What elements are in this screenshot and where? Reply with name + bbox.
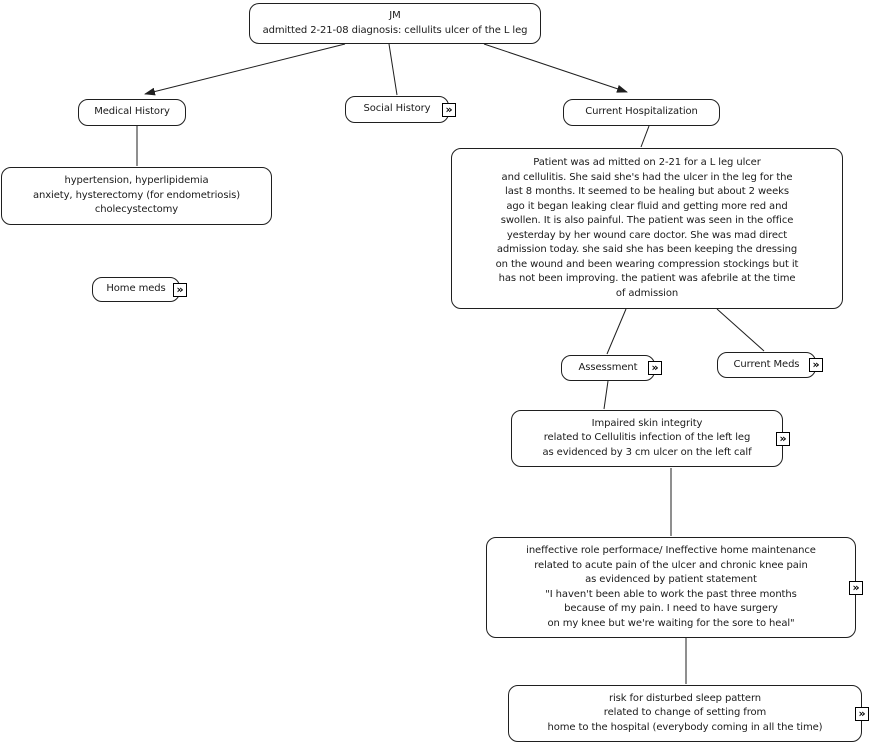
node-label: hypertension, hyperlipidemia anxiety, hy… xyxy=(32,175,241,216)
node-assessment[interactable]: Assessment » xyxy=(561,355,662,381)
resource-link-icon[interactable]: » xyxy=(776,431,790,446)
node-label: Current Meds xyxy=(733,358,800,370)
node-medical-history[interactable]: Medical History xyxy=(78,99,186,126)
node-ineffective-role[interactable]: ineffective role performace/ Ineffective… xyxy=(486,537,863,638)
node-label: risk for disturbed sleep pattern related… xyxy=(547,692,823,733)
node-impaired-skin-integrity[interactable]: Impaired skin integrity related to Cellu… xyxy=(511,410,790,467)
resource-link-icon[interactable]: » xyxy=(855,706,869,721)
node-label: Assessment xyxy=(578,361,638,373)
connector-assessment-impaired xyxy=(603,380,609,410)
node-label: Medical History xyxy=(94,106,170,118)
node-current-meds[interactable]: Current Meds » xyxy=(717,352,823,378)
node-label: ineffective role performace/ Ineffective… xyxy=(526,545,816,629)
node-label: Impaired skin integrity related to Cellu… xyxy=(542,417,752,458)
connector-jm-medical-history xyxy=(144,43,346,96)
resource-link-icon[interactable]: » xyxy=(809,358,823,372)
node-label: Social History xyxy=(363,103,431,115)
resource-link-icon[interactable]: » xyxy=(442,102,456,117)
node-label: Current Hospitalization xyxy=(585,106,698,118)
connector-jm-social-history xyxy=(388,43,398,96)
node-social-history[interactable]: Social History » xyxy=(345,96,456,123)
resource-link-icon[interactable]: » xyxy=(173,282,187,297)
node-medical-history-details[interactable]: hypertension, hyperlipidemia anxiety, hy… xyxy=(1,167,272,225)
connector-hospitalization-note xyxy=(640,125,650,148)
node-home-meds[interactable]: Home meds » xyxy=(92,277,187,302)
node-label: Home meds xyxy=(106,283,166,295)
connector-note-current-meds xyxy=(716,308,765,352)
resource-link-icon[interactable]: » xyxy=(648,361,662,375)
node-current-hospitalization[interactable]: Current Hospitalization xyxy=(563,99,720,126)
connector-jm-current-hospitalization xyxy=(483,43,628,93)
node-risk-sleep[interactable]: risk for disturbed sleep pattern related… xyxy=(508,685,869,742)
node-jm[interactable]: JM admitted 2-21-08 diagnosis: cellulits… xyxy=(249,3,541,44)
node-label: JM admitted 2-21-08 diagnosis: cellulits… xyxy=(262,10,528,36)
node-label: Patient was ad mitted on 2-21 for a L le… xyxy=(495,157,799,299)
resource-link-icon[interactable]: » xyxy=(849,580,863,595)
connector-note-assessment xyxy=(606,308,627,355)
node-hospitalization-note[interactable]: Patient was ad mitted on 2-21 for a L le… xyxy=(451,148,843,309)
